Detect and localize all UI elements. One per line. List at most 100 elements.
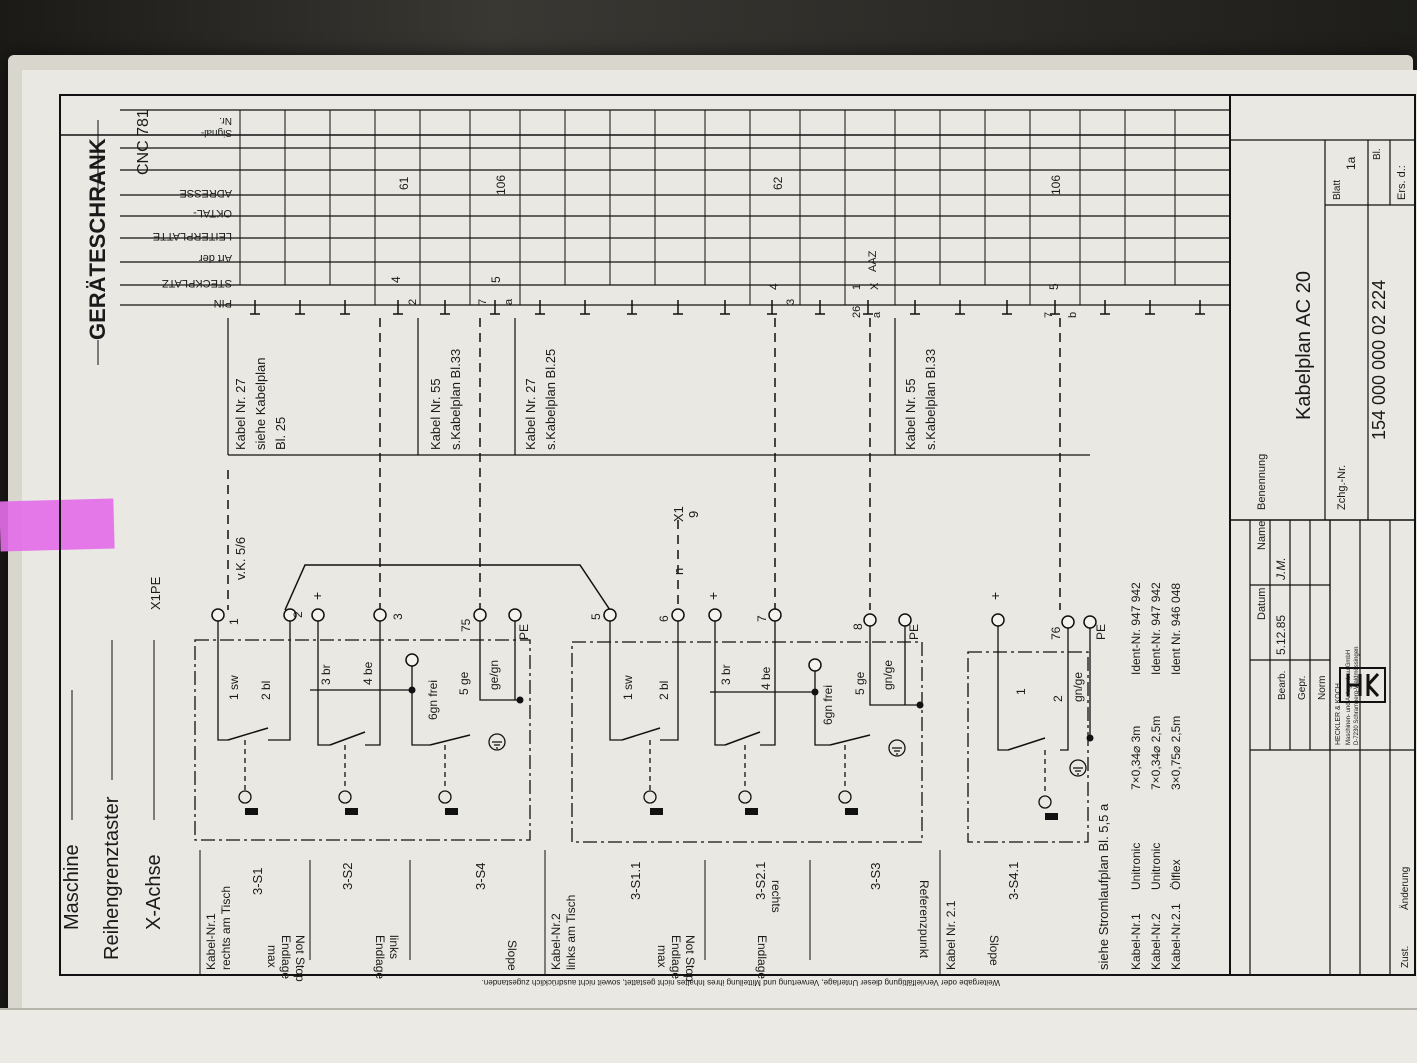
cable-ref-4-line2: s.Kabelplan Bl.33: [923, 349, 938, 450]
terminal-2: 2: [291, 611, 305, 618]
bearb-label: Bearb.: [1277, 671, 1288, 700]
cable-list-spec: 7×0,34⌀ 3m: [1129, 726, 1143, 790]
slot-value: 5: [489, 276, 503, 283]
cable-ref-4-line1: Kabel Nr. 55: [903, 378, 918, 450]
company-line3: D-7230 Schramberg-Waldmössingen: [1354, 647, 1360, 746]
fraction-sub: a: [871, 311, 883, 318]
octal-header: OKTAL-: [193, 207, 232, 219]
pin-value: 26: [851, 306, 863, 318]
pin-value: 7: [477, 299, 489, 305]
cable-list-name: Kabel-Nr.1: [1129, 913, 1143, 970]
device-id: 3-S1.1: [628, 862, 643, 900]
board-type-header: Art der: [199, 252, 232, 264]
device-desc: Kabel Nr. 2.1: [944, 900, 958, 970]
cable-ref-3-line1: Kabel Nr. 27: [523, 378, 538, 450]
wire-label: 5 ge: [457, 671, 471, 695]
pin-value: 3: [785, 299, 797, 305]
zchg-label: Zchg.-Nr.: [1336, 465, 1348, 510]
datum-header: Datum: [1256, 588, 1268, 620]
wire-label: ge/gn: [487, 660, 501, 690]
octal-value: 106: [494, 175, 508, 195]
ground-symbols: [488, 733, 1087, 777]
board-header: LEITERPLATTE: [153, 230, 232, 242]
title-block-lines: [1230, 139, 1415, 975]
pin-header: PIN: [214, 297, 232, 309]
switch-contacts: [227, 727, 1046, 751]
drawing-frame: [59, 94, 1416, 976]
norm-label: Norm: [1317, 676, 1328, 700]
terminal-pe3: PE: [1094, 624, 1108, 640]
terminal-6: 6: [657, 615, 671, 622]
cable-list-spec: 7×0,34⌀ 2,5m: [1149, 716, 1163, 790]
pin-connectors: [250, 300, 1205, 315]
blatt-value: 1a: [1344, 156, 1358, 170]
device-func: max: [265, 945, 279, 968]
device-func: Referenzpunkt: [917, 880, 931, 959]
footnote: siehe Stromlaufplan Bl. 5,5 a: [1096, 803, 1111, 970]
switch-group-boxes: [194, 639, 1089, 843]
wire-label: 6gn frei: [426, 680, 440, 720]
company-line2: Maschinen- und Anlagenbau GmbH: [1346, 650, 1352, 745]
junction-dots: [408, 686, 1094, 742]
n-label: n: [671, 568, 686, 575]
device-desc: Kabel-Nr.1: [204, 913, 218, 970]
cable-ref-3-line2: s.Kabelplan Bl.25: [543, 349, 558, 450]
cable-list-type: Ölflex: [1169, 859, 1183, 890]
wire-label: gn/ge: [881, 660, 895, 690]
octal-value: 62: [771, 176, 785, 190]
device-func: links: [387, 935, 401, 959]
signal-header: Signal-: [201, 127, 232, 138]
actuator-symbols: [220, 740, 1058, 820]
drawing-title: Kabelplan AC 20: [1293, 271, 1315, 420]
terminal-3: 3: [391, 613, 405, 620]
axis-label: X-Achse: [143, 854, 165, 930]
wire-label: 6gn frei: [821, 685, 835, 725]
wire-label: 5 ge: [853, 671, 867, 695]
terminal-pe1: PE: [517, 624, 531, 640]
wire-label: 3 br: [719, 664, 733, 685]
terminal-circles: [211, 608, 1097, 672]
device-row-lines: [199, 850, 941, 975]
device-func: Not Stop: [683, 935, 697, 982]
cable-list-ident: Ident Nr. 946 048: [1169, 583, 1183, 675]
aenderung-label: Änderung: [1399, 867, 1411, 910]
zust-label: Zust.: [1400, 946, 1411, 968]
dashed-wires: [227, 318, 1061, 610]
wire-label: 4 be: [361, 661, 375, 685]
device-func: rechts: [769, 880, 783, 913]
device-func: Endlage: [669, 935, 683, 979]
pin-value: 2: [407, 299, 419, 305]
terminal-5: 5: [589, 613, 603, 620]
fraction-bottom: X: [869, 282, 881, 290]
device-id: 3-S4.1: [1006, 862, 1021, 900]
cnc-header: CNC 781: [135, 109, 152, 175]
disclaimer: Weitergabe oder Vervielfältigung dieser …: [482, 978, 1000, 987]
hk-logo: [1339, 667, 1386, 703]
cable-list-name: Kabel-Nr.2.1: [1169, 903, 1183, 970]
terminal-76: 76: [1049, 626, 1063, 640]
connector-table-lines: [120, 109, 1230, 306]
wire-label: 2 bl: [259, 681, 273, 700]
wire-label: gn/ge: [1071, 672, 1085, 702]
x1-bottom: 9: [686, 511, 701, 518]
slot-value: 4: [389, 276, 403, 283]
device-func: Endlage: [279, 935, 293, 979]
cable-list-type: Unitronic: [1129, 843, 1143, 890]
device-desc: rechts am Tisch: [219, 886, 233, 970]
device-id: 3-S1: [250, 868, 265, 895]
gepr-label: Gepr.: [1297, 676, 1308, 700]
bl-label: Bl.: [1372, 148, 1383, 160]
device-id: 3-S4: [473, 863, 488, 890]
terminal-7: 7: [755, 615, 769, 622]
plus-label: +: [309, 592, 325, 600]
terminal-8: 8: [851, 623, 865, 630]
device-id: 3-S2.1: [753, 862, 768, 900]
device-func: max: [655, 945, 669, 968]
octal-value: 61: [397, 176, 411, 190]
pin-value: 7: [1043, 312, 1055, 318]
wire-label: 1: [1014, 688, 1028, 695]
device-func: Not Stop: [293, 935, 307, 982]
wire-label: 4 be: [759, 666, 773, 690]
